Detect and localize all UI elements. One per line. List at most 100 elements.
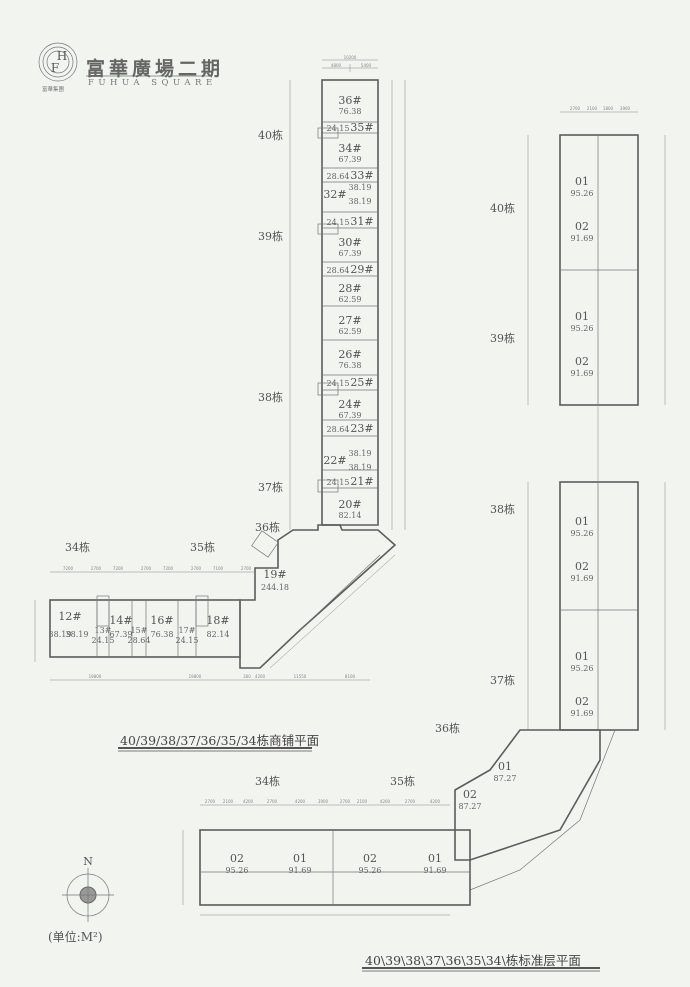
shop-area: 24.15 bbox=[327, 478, 350, 487]
logo-group: 富華集團 bbox=[42, 87, 65, 93]
dimension-text: 7100 bbox=[213, 566, 224, 571]
shop-area: 38.19 bbox=[66, 630, 89, 639]
apartment-area: 95.26 bbox=[571, 664, 594, 673]
dimension-text: 7200 bbox=[63, 566, 74, 571]
building-label: 35栋 bbox=[190, 540, 215, 554]
apartment-number: 02 bbox=[363, 852, 377, 865]
shop-area: 24.15 bbox=[327, 379, 350, 388]
dimension-text: 8100 bbox=[345, 674, 356, 679]
shop-area: 67.39 bbox=[339, 155, 362, 164]
dimension-text: 11550 bbox=[294, 674, 307, 679]
shop-number: 20# bbox=[338, 498, 361, 511]
apartment-number: 01 bbox=[293, 852, 307, 865]
shop-number: 23# bbox=[350, 422, 373, 435]
residential-bottom-block bbox=[182, 804, 471, 916]
dimension-text: 2100 bbox=[587, 106, 598, 111]
dimension-text: 2100 bbox=[357, 799, 368, 804]
apartment-area: 91.69 bbox=[424, 866, 447, 875]
dimension-text: 2700 bbox=[405, 799, 416, 804]
dimension-text: 1800 bbox=[603, 106, 614, 111]
shop-number: 25# bbox=[350, 376, 373, 389]
apartment-number: 01 bbox=[575, 175, 589, 188]
shop-area: 38.19 bbox=[349, 463, 372, 472]
shop-area: 38.19 bbox=[349, 449, 372, 458]
shop-area: 24.15 bbox=[327, 124, 350, 133]
apartment-area: 91.69 bbox=[571, 574, 594, 583]
dimension-text: 4800 bbox=[331, 63, 342, 68]
shop-area: 38.19 bbox=[49, 630, 72, 639]
shop-area: 82.14 bbox=[207, 630, 230, 639]
dimension-text: 3900 bbox=[318, 799, 329, 804]
shop-number: 19# bbox=[263, 568, 286, 581]
building-label: 39栋 bbox=[258, 229, 283, 243]
stair-icon bbox=[251, 530, 279, 558]
dimension-text: 2700 bbox=[141, 566, 152, 571]
north-compass-icon: N bbox=[62, 855, 114, 922]
shop-area: 67.39 bbox=[339, 249, 362, 258]
shop-plan-title: 40/39/38/37/36/35/34栋商铺平面 bbox=[120, 733, 320, 748]
shop-number: 34# bbox=[338, 142, 361, 155]
building-label: 40栋 bbox=[258, 128, 283, 142]
apartment-number: 01 bbox=[575, 515, 589, 528]
shop-number: 28# bbox=[338, 282, 361, 295]
building-label: 37栋 bbox=[258, 480, 283, 494]
apartment-area: 91.69 bbox=[571, 369, 594, 378]
building-label: 40栋 bbox=[490, 201, 515, 215]
shop-number: 16# bbox=[150, 614, 173, 627]
apartment-number: 02 bbox=[230, 852, 244, 865]
shop-area: 28.64 bbox=[327, 266, 350, 275]
shop-number: 29# bbox=[350, 263, 373, 276]
shop-number: 33# bbox=[350, 169, 373, 182]
apartment-area: 95.26 bbox=[359, 866, 382, 875]
dimension-text: 7200 bbox=[163, 566, 174, 571]
shop-number: 14# bbox=[109, 614, 132, 627]
shop-number: 17# bbox=[179, 626, 196, 635]
dimension-text: 300 bbox=[243, 674, 251, 679]
svg-text:H: H bbox=[57, 49, 67, 63]
building-label: 34栋 bbox=[255, 774, 280, 788]
shop-area: 28.64 bbox=[128, 636, 151, 645]
dimension-text: 10200 bbox=[344, 55, 357, 60]
shop-area: 76.38 bbox=[339, 361, 362, 370]
building-label: 39栋 bbox=[490, 331, 515, 345]
building-label: 36栋 bbox=[255, 520, 280, 534]
logo-mark-icon: H F bbox=[38, 42, 78, 82]
dimension-text: 4200 bbox=[380, 799, 391, 804]
dimension-text: 7200 bbox=[113, 566, 124, 571]
shop-number: 35# bbox=[350, 121, 373, 134]
shop-number: 13# bbox=[95, 626, 112, 635]
dimension-text: 5400 bbox=[361, 63, 372, 68]
shop-area: 24.15 bbox=[176, 636, 199, 645]
apartment-area: 95.26 bbox=[571, 529, 594, 538]
building-label: 37栋 bbox=[490, 673, 515, 687]
apartment-area: 91.69 bbox=[571, 234, 594, 243]
shop-area: 24.15 bbox=[327, 218, 350, 227]
shop-number: 30# bbox=[338, 236, 361, 249]
shop-number: 26# bbox=[338, 348, 361, 361]
shop-area: 76.38 bbox=[151, 630, 174, 639]
dimension-text: 2700 bbox=[570, 106, 581, 111]
apartment-area: 91.69 bbox=[571, 709, 594, 718]
shop-number: 31# bbox=[350, 215, 373, 228]
dimension-text: 4200 bbox=[430, 799, 441, 804]
shop-number: 12# bbox=[58, 610, 81, 623]
apartment-number: 02 bbox=[575, 695, 589, 708]
apartment-number: 01 bbox=[575, 650, 589, 663]
shop-area: 67.39 bbox=[339, 411, 362, 420]
dimension-text: 2700 bbox=[205, 799, 216, 804]
apartment-area: 95.26 bbox=[571, 324, 594, 333]
svg-text:F: F bbox=[51, 61, 59, 75]
dimension-text: 2700 bbox=[191, 566, 202, 571]
logo-name-cn: 富華廣場二期 bbox=[86, 58, 225, 80]
dimension-text: 2700 bbox=[267, 799, 278, 804]
apartment-number: 02 bbox=[575, 560, 589, 573]
standard-plan-title: 40\39\38\37\36\35\34\栋标准层平面 bbox=[365, 953, 581, 968]
dimension-text: 3900 bbox=[620, 106, 631, 111]
shop-area: 76.38 bbox=[339, 107, 362, 116]
building-label: 38栋 bbox=[258, 390, 283, 404]
dimension-text: 4200 bbox=[243, 799, 254, 804]
dimension-text: 19800 bbox=[89, 674, 102, 679]
dimension-text: 2700 bbox=[91, 566, 102, 571]
curve-unit-01-area: 87.27 bbox=[494, 774, 517, 783]
